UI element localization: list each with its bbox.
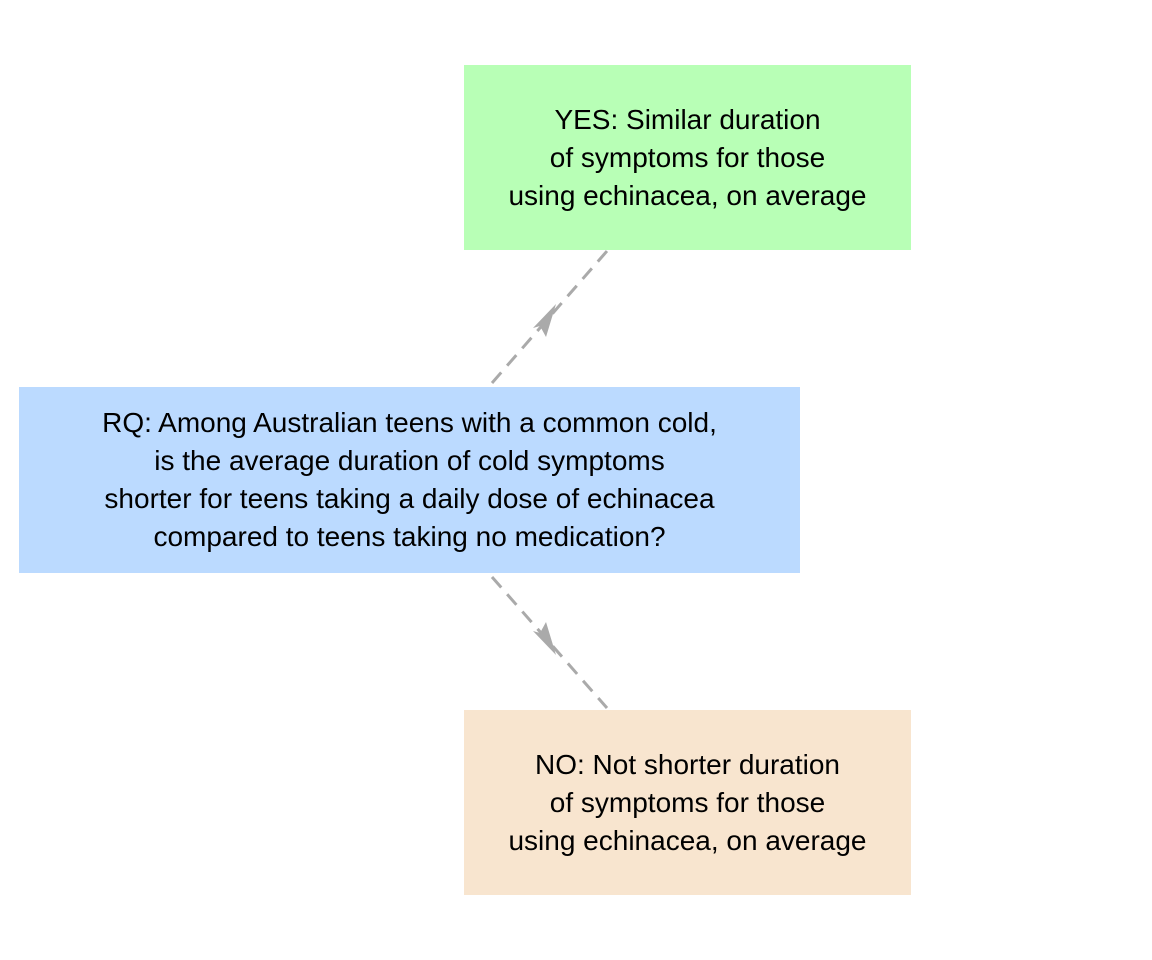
yes-line-2: of symptoms for those (549, 141, 826, 173)
no-line-1: NO: Not shorter duration (534, 748, 841, 780)
arrowhead-icon (533, 304, 556, 337)
edge-rq-to-no (490, 576, 609, 709)
edge-rq-to-yes (490, 250, 609, 384)
rq-line-3: shorter for teens taking a daily dose of… (104, 483, 715, 514)
rq-line-4: compared to teens taking no medication? (153, 521, 666, 552)
rq-line-2: is the average duration of cold symptoms (154, 445, 665, 476)
rq-line-1: RQ: Among Australian teens with a common… (102, 407, 717, 438)
no-outcome-box: NO: Not shorter duration of symptoms for… (464, 710, 911, 895)
yes-outcome-box: YES: Similar duration of symptoms for th… (464, 65, 911, 250)
arrowhead-icon (533, 622, 556, 655)
research-question-box: RQ: Among Australian teens with a common… (19, 387, 800, 573)
yes-line-1: YES: Similar duration (554, 103, 821, 135)
no-line-2: of symptoms for those (549, 786, 826, 818)
no-line-3: using echinacea, on average (508, 824, 867, 856)
yes-line-3: using echinacea, on average (508, 179, 867, 211)
